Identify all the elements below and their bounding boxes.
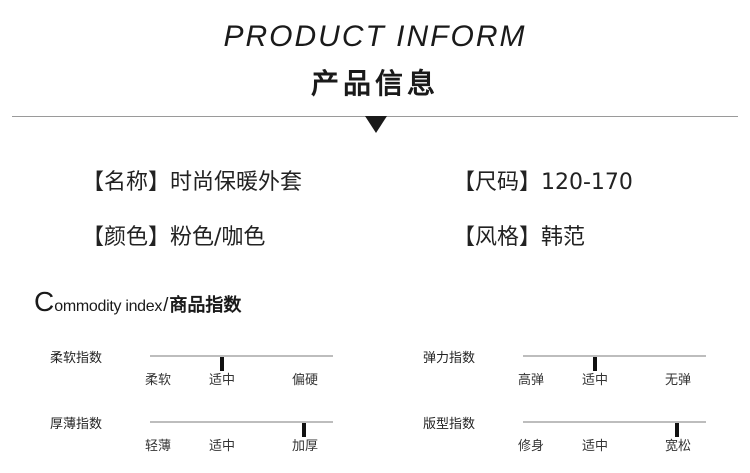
gauge-track — [523, 421, 706, 437]
triangle-down-icon — [365, 116, 387, 133]
title-cn: 产品信息 — [310, 67, 439, 100]
title-en: PRODUCT INFORM — [223, 20, 527, 53]
gauge-option: 修身 — [517, 439, 545, 454]
gauge-softness: 柔软指数 柔软 适中 偏硬 — [50, 347, 380, 407]
section-title-cn: 商品指数 — [169, 295, 242, 316]
gauge-thickness: 厚薄指数 轻薄 适中 加厚 — [50, 413, 380, 473]
gauge-label: 柔软指数 — [50, 351, 103, 366]
gauge-marker — [593, 357, 597, 371]
gauge-track — [150, 355, 333, 371]
gauge-label: 版型指数 — [423, 417, 476, 432]
section-title: Commodity index/商品指数 — [34, 286, 241, 318]
section-title-sep: / — [163, 295, 169, 316]
gauge-marker — [220, 357, 224, 371]
gauge-label: 厚薄指数 — [50, 417, 103, 432]
gauge-fit: 版型指数 修身 适中 宽松 — [423, 413, 750, 473]
info-name: 【名称】时尚保暖外套 — [82, 170, 303, 195]
gauge-track — [150, 421, 333, 437]
gauge-option: 无弹 — [664, 373, 692, 388]
gauge-track — [523, 355, 706, 371]
gauge-option: 柔软 — [144, 373, 172, 388]
gauge-option: 高弹 — [517, 373, 545, 388]
info-size: 【尺码】120-170 — [453, 170, 633, 195]
gauge-label: 弹力指数 — [423, 351, 476, 366]
gauge-option: 适中 — [208, 373, 236, 388]
gauge-option: 轻薄 — [144, 439, 172, 454]
section-title-cap: C — [34, 286, 55, 317]
gauge-option: 适中 — [208, 439, 236, 454]
gauge-option: 适中 — [581, 373, 609, 388]
info-style: 【风格】韩范 — [453, 225, 586, 250]
gauge-option: 适中 — [581, 439, 609, 454]
gauge-marker — [675, 423, 679, 437]
section-title-rest: ommodity index — [54, 298, 163, 315]
gauge-option: 加厚 — [291, 439, 319, 454]
gauge-option: 偏硬 — [291, 373, 319, 388]
gauge-option: 宽松 — [664, 439, 692, 454]
info-color: 【颜色】粉色/咖色 — [82, 225, 266, 250]
gauge-elasticity: 弹力指数 高弹 适中 无弹 — [423, 347, 750, 407]
gauge-marker — [302, 423, 306, 437]
